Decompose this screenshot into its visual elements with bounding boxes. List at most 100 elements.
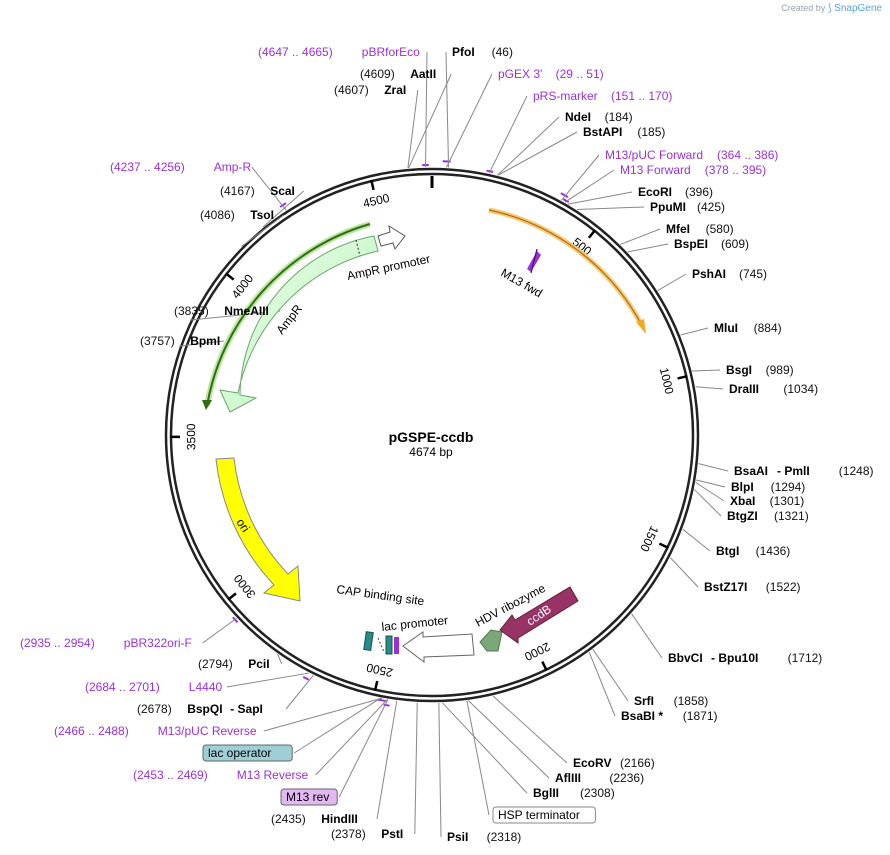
site-label-aatii: (4609)AatII [360, 67, 436, 81]
site-name: BlpI [731, 480, 754, 494]
leader-line [466, 700, 490, 816]
feature-label-ori: ori [234, 516, 253, 535]
box-text: M13 rev [286, 790, 329, 804]
site-name: M13 Forward [620, 163, 691, 177]
backbone-outer-circle [164, 167, 700, 703]
site-name: AatII [410, 67, 436, 81]
site-pos: (2794) [198, 657, 233, 671]
box [202, 744, 293, 762]
site-pos: (2453 .. 2469) [133, 768, 208, 782]
leader-line [202, 617, 237, 644]
site-label-xbai: XbaI(1301) [730, 494, 804, 508]
site-label-l4440: (2684 .. 2701)L4440 [85, 680, 222, 694]
plasmid-name: pGSPE-ccdb [389, 429, 474, 445]
tick-mark-3000 [227, 592, 237, 601]
primer-bar [279, 202, 287, 208]
site-pos: (396) [685, 185, 713, 199]
site-label-pbrforeco: (4647 .. 4665) pBRforEco [258, 45, 420, 59]
site-name: M13/pUC Forward [605, 148, 703, 162]
leader-line [408, 73, 452, 169]
site-name: PciI [248, 657, 269, 671]
tick-label-2500: 2500 [365, 660, 394, 680]
leader-line [669, 557, 699, 588]
site-label-bsaai: BsaAI- PmlI(1248) [734, 464, 873, 478]
site-name: HindIII [321, 812, 358, 826]
box [492, 806, 596, 824]
site-name: NdeI [565, 110, 591, 124]
tick-mark-4000 [225, 272, 235, 281]
tick-mark-500 [587, 229, 597, 239]
site-pos: (184) [605, 110, 633, 124]
site-label-m13-reverse: (2453 .. 2469) M13 Reverse [133, 768, 308, 782]
site-label-nmeaiii: (3835)NmeAIII [174, 304, 269, 318]
site-name: pBR322ori-F [124, 636, 192, 650]
leader-line [698, 463, 729, 472]
leader-line [631, 613, 663, 659]
feature-label-m13-fwd: M13 fwd [499, 265, 545, 300]
plasmid-size: 4674 bp [409, 445, 453, 459]
site-name: PfoI [452, 45, 475, 59]
site-name: PpuMI [650, 200, 686, 214]
site-pos: (1294) [771, 480, 806, 494]
site-name: MfeI [666, 222, 690, 236]
site-name: TsoI [250, 208, 274, 222]
site-label-prs-marker: pRS-marker(151 .. 170) [533, 89, 672, 103]
site-label-amp-r: (4237 .. 4256)Amp-R [110, 160, 251, 174]
site-label-scai: (4167)ScaI [220, 184, 295, 198]
feature-lac-promoter [402, 631, 475, 664]
site-pos: (1321) [774, 509, 809, 523]
leader-line [564, 169, 615, 203]
site-name: BsaBI * [621, 709, 663, 723]
site-label-hindiii: (2435)HindIII [271, 812, 358, 826]
site-pos: (989) [766, 363, 794, 377]
feature-cap-binding-site [363, 631, 374, 652]
site-pos: (3835) [174, 304, 209, 318]
leader-line [657, 273, 687, 291]
site-label-pbr322ori-f: (2935 .. 2954)pBR322ori-F [20, 636, 192, 650]
tick-label-4000: 4000 [229, 271, 257, 301]
site-label-bbvci: BbvCI- Bpu10I(1712) [668, 651, 822, 665]
leader-lines [179, 51, 729, 838]
site-pos: (46) [492, 45, 513, 59]
leader-line [627, 243, 669, 253]
box-text: lac operator [208, 746, 271, 760]
site-pos: (4607) [334, 83, 369, 97]
primer-bar [562, 198, 570, 204]
site-pos: (4647 .. 4665) [258, 45, 333, 59]
site-label-pcii: (2794) PciI [198, 657, 270, 671]
site-pos: (1301) [770, 494, 805, 508]
leader-line [497, 116, 560, 176]
site-pos: (580) [706, 222, 734, 236]
site-label-pgex-3-: pGEX 3'(29 .. 51) [498, 67, 604, 81]
tick-mark-1000 [677, 374, 688, 380]
site-pos: (1248) [839, 464, 874, 478]
site-pos: (2684 .. 2701) [85, 680, 160, 694]
site-pos: (2308) [580, 786, 615, 800]
site-name: ZraI [384, 83, 406, 97]
leader-line [277, 653, 283, 665]
site-label-bpmi: (3757)BpmI [140, 334, 220, 348]
backbone [164, 167, 700, 703]
site-label-srfi: SrfI(1858) [634, 694, 708, 708]
leader-line [576, 206, 645, 211]
site-name: pBRforEco [362, 45, 420, 59]
site-name: SrfI [634, 694, 654, 708]
site-pos: (425) [697, 200, 725, 214]
leader-line [263, 697, 382, 732]
tick-mark-4500 [370, 179, 375, 191]
tick-label-3000: 3000 [231, 571, 259, 601]
feature-ampr-promoter [377, 224, 406, 251]
site-name: BbvCI [668, 651, 703, 665]
site-label-hsp-terminator: HSP terminator [492, 806, 596, 824]
site-name: BsgI [726, 363, 752, 377]
backbone-inner-circle [169, 172, 695, 698]
site-name: BtgI [716, 544, 739, 558]
feature-ccdb [499, 586, 579, 644]
site-pos: (29 .. 51) [556, 67, 604, 81]
tick-label-1500: 1500 [637, 524, 661, 554]
site-label-ecori: EcoRI(396) [638, 185, 713, 199]
site-name: M13 Reverse [237, 768, 309, 782]
site-name: BstAPI [583, 125, 622, 139]
site-name: pRS-marker [533, 89, 598, 103]
leader-line [293, 697, 382, 754]
